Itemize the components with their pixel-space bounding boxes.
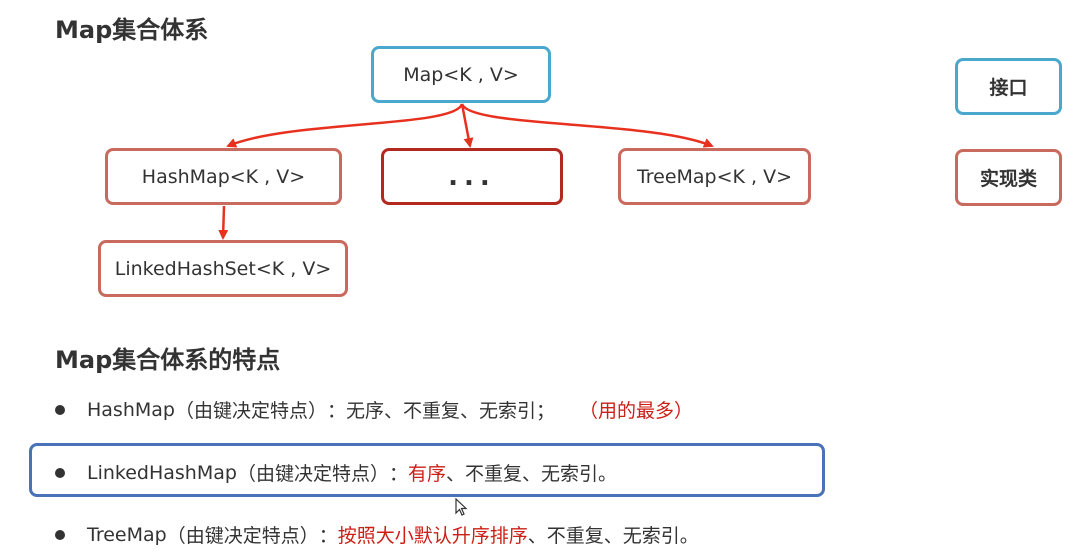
node-hashmap: HashMap<K , V>: [105, 148, 342, 205]
feature-sep: ：: [318, 525, 338, 547]
diagram-title: Map集合体系: [55, 16, 209, 44]
node-treemap: TreeMap<K , V>: [618, 148, 811, 205]
bullet-icon: [55, 467, 65, 478]
feature-sep: ：: [388, 463, 408, 485]
node-linkedhashset: LinkedHashSet<K , V>: [98, 240, 348, 297]
arrow-hashmap-to-linkedhashset: [218, 205, 229, 240]
feature-item-hashmap: HashMap （由键决定特点） ： 无序、不重复、无索引； （用的最多）: [55, 396, 693, 423]
feature-note: （用的最多）: [579, 400, 694, 422]
bullet-icon: [55, 404, 65, 415]
legend-implementation: 实现类: [955, 149, 1062, 206]
feature-item-linkedhashmap: LinkedHashMap （由键决定特点） ： 有序 、不重复、无索引。: [55, 459, 617, 486]
feature-rest: 无序、不重复、无索引；: [346, 400, 556, 422]
feature-name: TreeMap: [87, 523, 167, 546]
feature-paren: （由键决定特点）: [236, 463, 389, 485]
arrow-map-to-hashmap: [226, 103, 464, 148]
feature-sep: ：: [326, 400, 346, 422]
feature-name: HashMap: [87, 398, 175, 421]
feature-paren: （由键决定特点）: [166, 525, 319, 547]
node-other: ...: [381, 148, 563, 205]
feature-highlight: 有序: [407, 463, 446, 485]
mouse-cursor-icon: [455, 498, 468, 516]
node-map: Map<K , V>: [371, 46, 551, 103]
feature-item-treemap: TreeMap （由键决定特点） ： 按照大小默认升序排序 、不重复、无索引。: [55, 521, 699, 548]
features-title: Map集合体系的特点: [55, 346, 281, 374]
feature-name: LinkedHashMap: [87, 461, 237, 484]
feature-rest: 、不重复、无索引。: [527, 525, 699, 547]
arrow-map-to-other: [460, 103, 474, 148]
arrow-map-to-treemap: [460, 103, 714, 148]
bullet-icon: [55, 529, 65, 540]
legend-interface: 接口: [955, 58, 1062, 115]
highlight-frame: [29, 443, 825, 497]
feature-paren: （由键决定特点）: [174, 400, 327, 422]
feature-highlight: 按照大小默认升序排序: [337, 525, 528, 547]
feature-rest: 、不重复、无索引。: [446, 463, 618, 485]
